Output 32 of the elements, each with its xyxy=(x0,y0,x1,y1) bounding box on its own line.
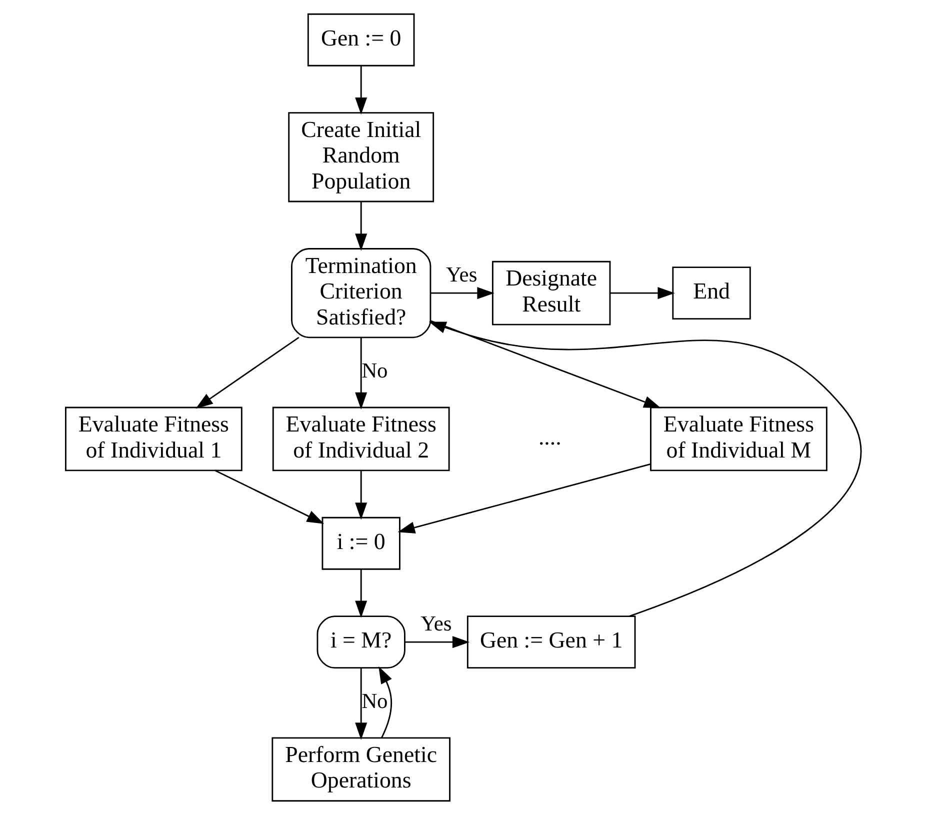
arrow xyxy=(378,666,392,738)
arrow xyxy=(404,636,470,648)
node-box: End xyxy=(672,266,751,320)
arrow xyxy=(430,320,661,408)
arrow xyxy=(196,336,300,409)
arrow xyxy=(610,287,675,300)
arrow xyxy=(355,202,368,251)
node-box: Create Initial Random Population xyxy=(288,112,434,202)
arrow xyxy=(355,470,368,520)
arrow xyxy=(215,470,324,524)
node-box: Evaluate Fitness of Individual 2 xyxy=(272,406,450,472)
arrow xyxy=(430,287,494,300)
edge-label: No xyxy=(362,688,388,713)
node-box: i := 0 xyxy=(322,516,400,570)
node-box: i = M? xyxy=(316,616,406,669)
node-box: Designate Result xyxy=(492,260,611,326)
label: .... xyxy=(538,424,562,450)
edge-label: Yes xyxy=(446,262,478,287)
node-box: Evaluate Fitness of Individual 1 xyxy=(65,406,242,472)
arrow xyxy=(355,66,368,115)
arrow xyxy=(355,337,368,410)
node-box: Evaluate Fitness of Individual M xyxy=(650,406,828,472)
edge-label: Yes xyxy=(420,612,452,636)
node-box: Termination Criterion Satisfied? xyxy=(291,248,432,338)
arrow xyxy=(428,322,862,617)
node-box: Gen := 0 xyxy=(307,13,415,66)
arrow xyxy=(355,668,368,740)
node-box: Gen := Gen + 1 xyxy=(466,616,636,669)
node-box: Perform Genetic Operations xyxy=(272,737,450,802)
arrow xyxy=(355,570,368,618)
edge-label: No xyxy=(362,358,388,382)
arrow xyxy=(398,463,651,534)
